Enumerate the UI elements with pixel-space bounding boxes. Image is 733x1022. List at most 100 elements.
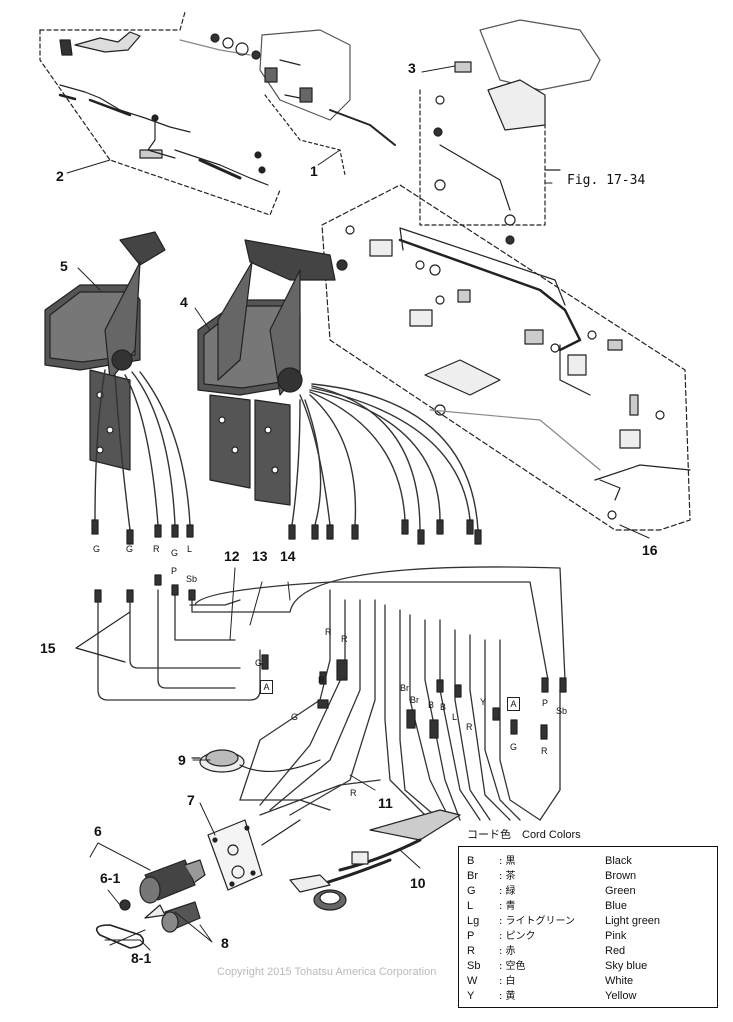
shift-link-assembly bbox=[39, 11, 281, 216]
legend-japanese: : 緑 bbox=[499, 886, 516, 897]
legend-row: Br : 茶 Brown bbox=[459, 870, 717, 883]
callout-6-1: 6-1 bbox=[100, 870, 121, 886]
callout-8: 8 bbox=[221, 935, 229, 951]
legend-japanese: : 空色 bbox=[499, 961, 526, 972]
stop-switch bbox=[95, 901, 201, 949]
wire-label: Sb bbox=[556, 706, 568, 716]
wire-terminals-top bbox=[91, 519, 482, 545]
engine-shift-linkage bbox=[419, 19, 601, 245]
legend-row: P : ピンク Pink bbox=[459, 930, 717, 943]
legend-code: L bbox=[467, 900, 474, 912]
legend-japanese: : 黒 bbox=[499, 856, 516, 867]
legend-code: Sb bbox=[467, 960, 481, 972]
legend-english: Green bbox=[605, 885, 636, 897]
buzzer bbox=[191, 749, 321, 773]
legend-code: W bbox=[467, 975, 478, 987]
legend-japanese: : 赤 bbox=[499, 946, 516, 957]
copyright-watermark: Copyright 2015 Tohatsu America Corporati… bbox=[217, 966, 437, 978]
wire-label: G bbox=[510, 742, 518, 752]
legend-english: Blue bbox=[605, 900, 628, 912]
wire-label: L bbox=[187, 544, 193, 554]
legend-code: Lg bbox=[467, 915, 480, 927]
wire-label: Y bbox=[480, 697, 487, 707]
legend-english: Light green bbox=[605, 915, 661, 927]
legend-code: G bbox=[467, 885, 476, 897]
callout-13: 13 bbox=[252, 548, 268, 564]
legend-japanese: : 茶 bbox=[499, 871, 516, 882]
remote-control-box-dual bbox=[197, 239, 336, 506]
legend-row: G : 緑 Green bbox=[459, 885, 717, 898]
wire-label: Sb bbox=[186, 574, 198, 584]
legend-english: Pink bbox=[605, 930, 627, 942]
cable-bracket-assembly bbox=[210, 29, 396, 176]
wire-label: P bbox=[171, 566, 178, 576]
wire-label: B bbox=[428, 700, 435, 710]
legend-japanese: : 黄 bbox=[499, 991, 516, 1002]
wire-label: G bbox=[93, 544, 101, 554]
legend-japanese: : ライトグリーン bbox=[499, 916, 576, 927]
legend-japanese: : 青 bbox=[499, 901, 516, 912]
callout-leaders bbox=[66, 65, 650, 951]
legend-english: White bbox=[605, 975, 634, 987]
legend-english: Yellow bbox=[605, 990, 637, 1002]
wire-label: L bbox=[452, 712, 458, 722]
legend-title: コード色 Cord Colors bbox=[467, 829, 581, 841]
legend-row: R : 赤 Red bbox=[459, 945, 717, 958]
legend-code: B bbox=[467, 855, 475, 867]
extension-wire-harness bbox=[97, 566, 566, 821]
callout-1: 1 bbox=[310, 163, 318, 179]
wire-label: R bbox=[153, 544, 160, 554]
callout-3: 3 bbox=[408, 60, 416, 76]
callout-12: 12 bbox=[224, 548, 240, 564]
bracket-link-assembly bbox=[321, 184, 691, 531]
wire-label: R bbox=[466, 722, 473, 732]
harness-terminals bbox=[94, 574, 567, 740]
main-switch bbox=[119, 859, 206, 911]
legend-row: Y : 黄 Yellow bbox=[459, 990, 717, 1003]
callout-14: 14 bbox=[280, 548, 296, 564]
wire-label: P bbox=[542, 698, 549, 708]
legend-row: Sb : 空色 Sky blue bbox=[459, 960, 717, 973]
callout-15: 15 bbox=[40, 640, 56, 656]
callout-6: 6 bbox=[94, 823, 102, 839]
main-harness-connectors bbox=[289, 809, 461, 911]
key-switch-panel bbox=[207, 819, 301, 891]
callout-10: 10 bbox=[410, 875, 426, 891]
legend-japanese: : ピンク bbox=[499, 931, 536, 942]
wire-label: B bbox=[440, 702, 447, 712]
connector-marker-a: A bbox=[507, 697, 520, 711]
wire-label: R bbox=[350, 788, 357, 798]
legend-code: P bbox=[467, 930, 475, 942]
wire-label: G bbox=[126, 544, 134, 554]
legend-code: R bbox=[467, 945, 475, 957]
legend-row: B : 黒 Black bbox=[459, 855, 717, 868]
legend-code: Y bbox=[467, 990, 475, 1002]
callout-4: 4 bbox=[180, 294, 188, 310]
callout-11: 11 bbox=[378, 795, 393, 811]
wire-label: Br bbox=[400, 683, 409, 693]
wire-label: R bbox=[318, 675, 325, 685]
remote-control-wires bbox=[94, 369, 479, 531]
legend-row: Lg : ライトグリーン Light green bbox=[459, 915, 717, 928]
callout-7: 7 bbox=[187, 792, 195, 808]
legend-english: Sky blue bbox=[605, 960, 648, 972]
legend-english: Red bbox=[605, 945, 626, 957]
wire-label: G bbox=[255, 658, 263, 668]
legend-row: L : 青 Blue bbox=[459, 900, 717, 913]
cord-color-legend: B : 黒 Black Br : 茶 Brown G : 緑 Green L :… bbox=[458, 846, 718, 1008]
figure-reference: Fig. 17-34 bbox=[567, 173, 646, 188]
callout-9: 9 bbox=[178, 752, 186, 768]
callout-8-1: 8-1 bbox=[131, 950, 152, 966]
legend-english: Brown bbox=[605, 870, 637, 882]
legend-row: W : 白 White bbox=[459, 975, 717, 988]
wire-label: R bbox=[325, 627, 332, 637]
callout-16: 16 bbox=[642, 542, 658, 558]
connector-marker-a: A bbox=[260, 680, 273, 694]
callout-5: 5 bbox=[60, 258, 68, 274]
legend-japanese: : 白 bbox=[499, 976, 516, 987]
callout-2: 2 bbox=[56, 168, 64, 184]
wire-label: G bbox=[171, 548, 179, 558]
wire-label: G bbox=[291, 712, 299, 722]
